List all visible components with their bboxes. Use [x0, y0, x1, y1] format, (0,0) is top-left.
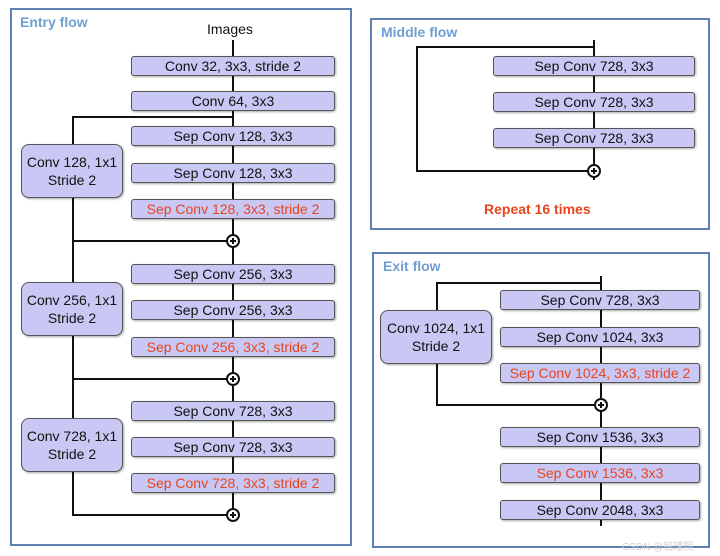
entry-block-sepconv728-a: Sep Conv 728, 3x3 — [131, 401, 335, 421]
middle-add-icon — [587, 164, 601, 178]
exit-skip-top — [436, 282, 602, 284]
entry-skip3-bottom — [72, 514, 234, 516]
middle-skip-bottom — [416, 170, 595, 172]
entry-flow-panel — [10, 8, 352, 546]
exit-shortcut-conv1024-line1: Conv 1024, 1x1 — [386, 320, 486, 336]
exit-add-icon — [594, 398, 608, 412]
entry-block-sepconv128-b: Sep Conv 128, 3x3 — [131, 163, 335, 183]
middle-flow-title: Middle flow — [381, 24, 458, 40]
entry-block-sepconv128-stride2: Sep Conv 128, 3x3, stride 2 — [131, 199, 335, 219]
exit-block-sepconv1536-b: Sep Conv 1536, 3x3 — [500, 463, 700, 483]
entry-shortcut-conv728-line2: Stride 2 — [47, 446, 97, 462]
middle-block-sepconv728-b: Sep Conv 728, 3x3 — [493, 92, 695, 112]
images-input-label: Images — [207, 21, 253, 37]
middle-block-sepconv728-a: Sep Conv 728, 3x3 — [493, 56, 695, 76]
exit-flow-title: Exit flow — [383, 258, 441, 274]
entry-flow-title: Entry flow — [20, 14, 88, 30]
exit-block-sepconv2048: Sep Conv 2048, 3x3 — [500, 500, 700, 520]
entry-skip1-bottom — [72, 240, 234, 242]
middle-skip-left — [416, 46, 418, 172]
entry-shortcut-conv728-line1: Conv 728, 1x1 — [26, 428, 118, 444]
entry-block-sepconv256-a: Sep Conv 256, 3x3 — [131, 264, 335, 284]
entry-skip1-top — [72, 116, 234, 118]
entry-skip2-bottom — [72, 378, 234, 380]
exit-block-sepconv1536-a: Sep Conv 1536, 3x3 — [500, 427, 700, 447]
middle-skip-top — [416, 46, 595, 48]
middle-block-sepconv728-c: Sep Conv 728, 3x3 — [493, 128, 695, 148]
entry-shortcut-conv128-line1: Conv 128, 1x1 — [26, 154, 118, 170]
entry-shortcut-conv128-line2: Stride 2 — [47, 172, 97, 188]
exit-flow-panel — [372, 252, 710, 548]
entry-block-sepconv256-b: Sep Conv 256, 3x3 — [131, 300, 335, 320]
entry-block-sepconv728-b: Sep Conv 728, 3x3 — [131, 437, 335, 457]
middle-flow-panel — [370, 18, 710, 230]
entry-add-icon-2 — [226, 372, 240, 386]
watermark: CSDN @铭瑾熙 — [622, 542, 694, 553]
entry-block-conv64: Conv 64, 3x3 — [131, 91, 335, 111]
entry-add-icon-3 — [226, 508, 240, 522]
entry-block-sepconv128-a: Sep Conv 128, 3x3 — [131, 126, 335, 146]
entry-block-conv32: Conv 32, 3x3, stride 2 — [131, 56, 335, 76]
entry-add-icon-1 — [226, 234, 240, 248]
entry-block-sepconv256-stride2: Sep Conv 256, 3x3, stride 2 — [131, 337, 335, 357]
entry-block-sepconv728-stride2: Sep Conv 728, 3x3, stride 2 — [131, 473, 335, 493]
exit-block-sepconv728: Sep Conv 728, 3x3 — [500, 290, 700, 310]
entry-shortcut-conv256-line2: Stride 2 — [47, 310, 97, 326]
exit-skip-bottom — [436, 404, 602, 406]
repeat-note: Repeat 16 times — [484, 201, 591, 217]
exit-shortcut-conv1024-line2: Stride 2 — [411, 338, 461, 354]
exit-block-sepconv1024-stride2: Sep Conv 1024, 3x3, stride 2 — [500, 363, 700, 383]
exit-block-sepconv1024: Sep Conv 1024, 3x3 — [500, 327, 700, 347]
entry-shortcut-conv256-line1: Conv 256, 1x1 — [26, 292, 118, 308]
